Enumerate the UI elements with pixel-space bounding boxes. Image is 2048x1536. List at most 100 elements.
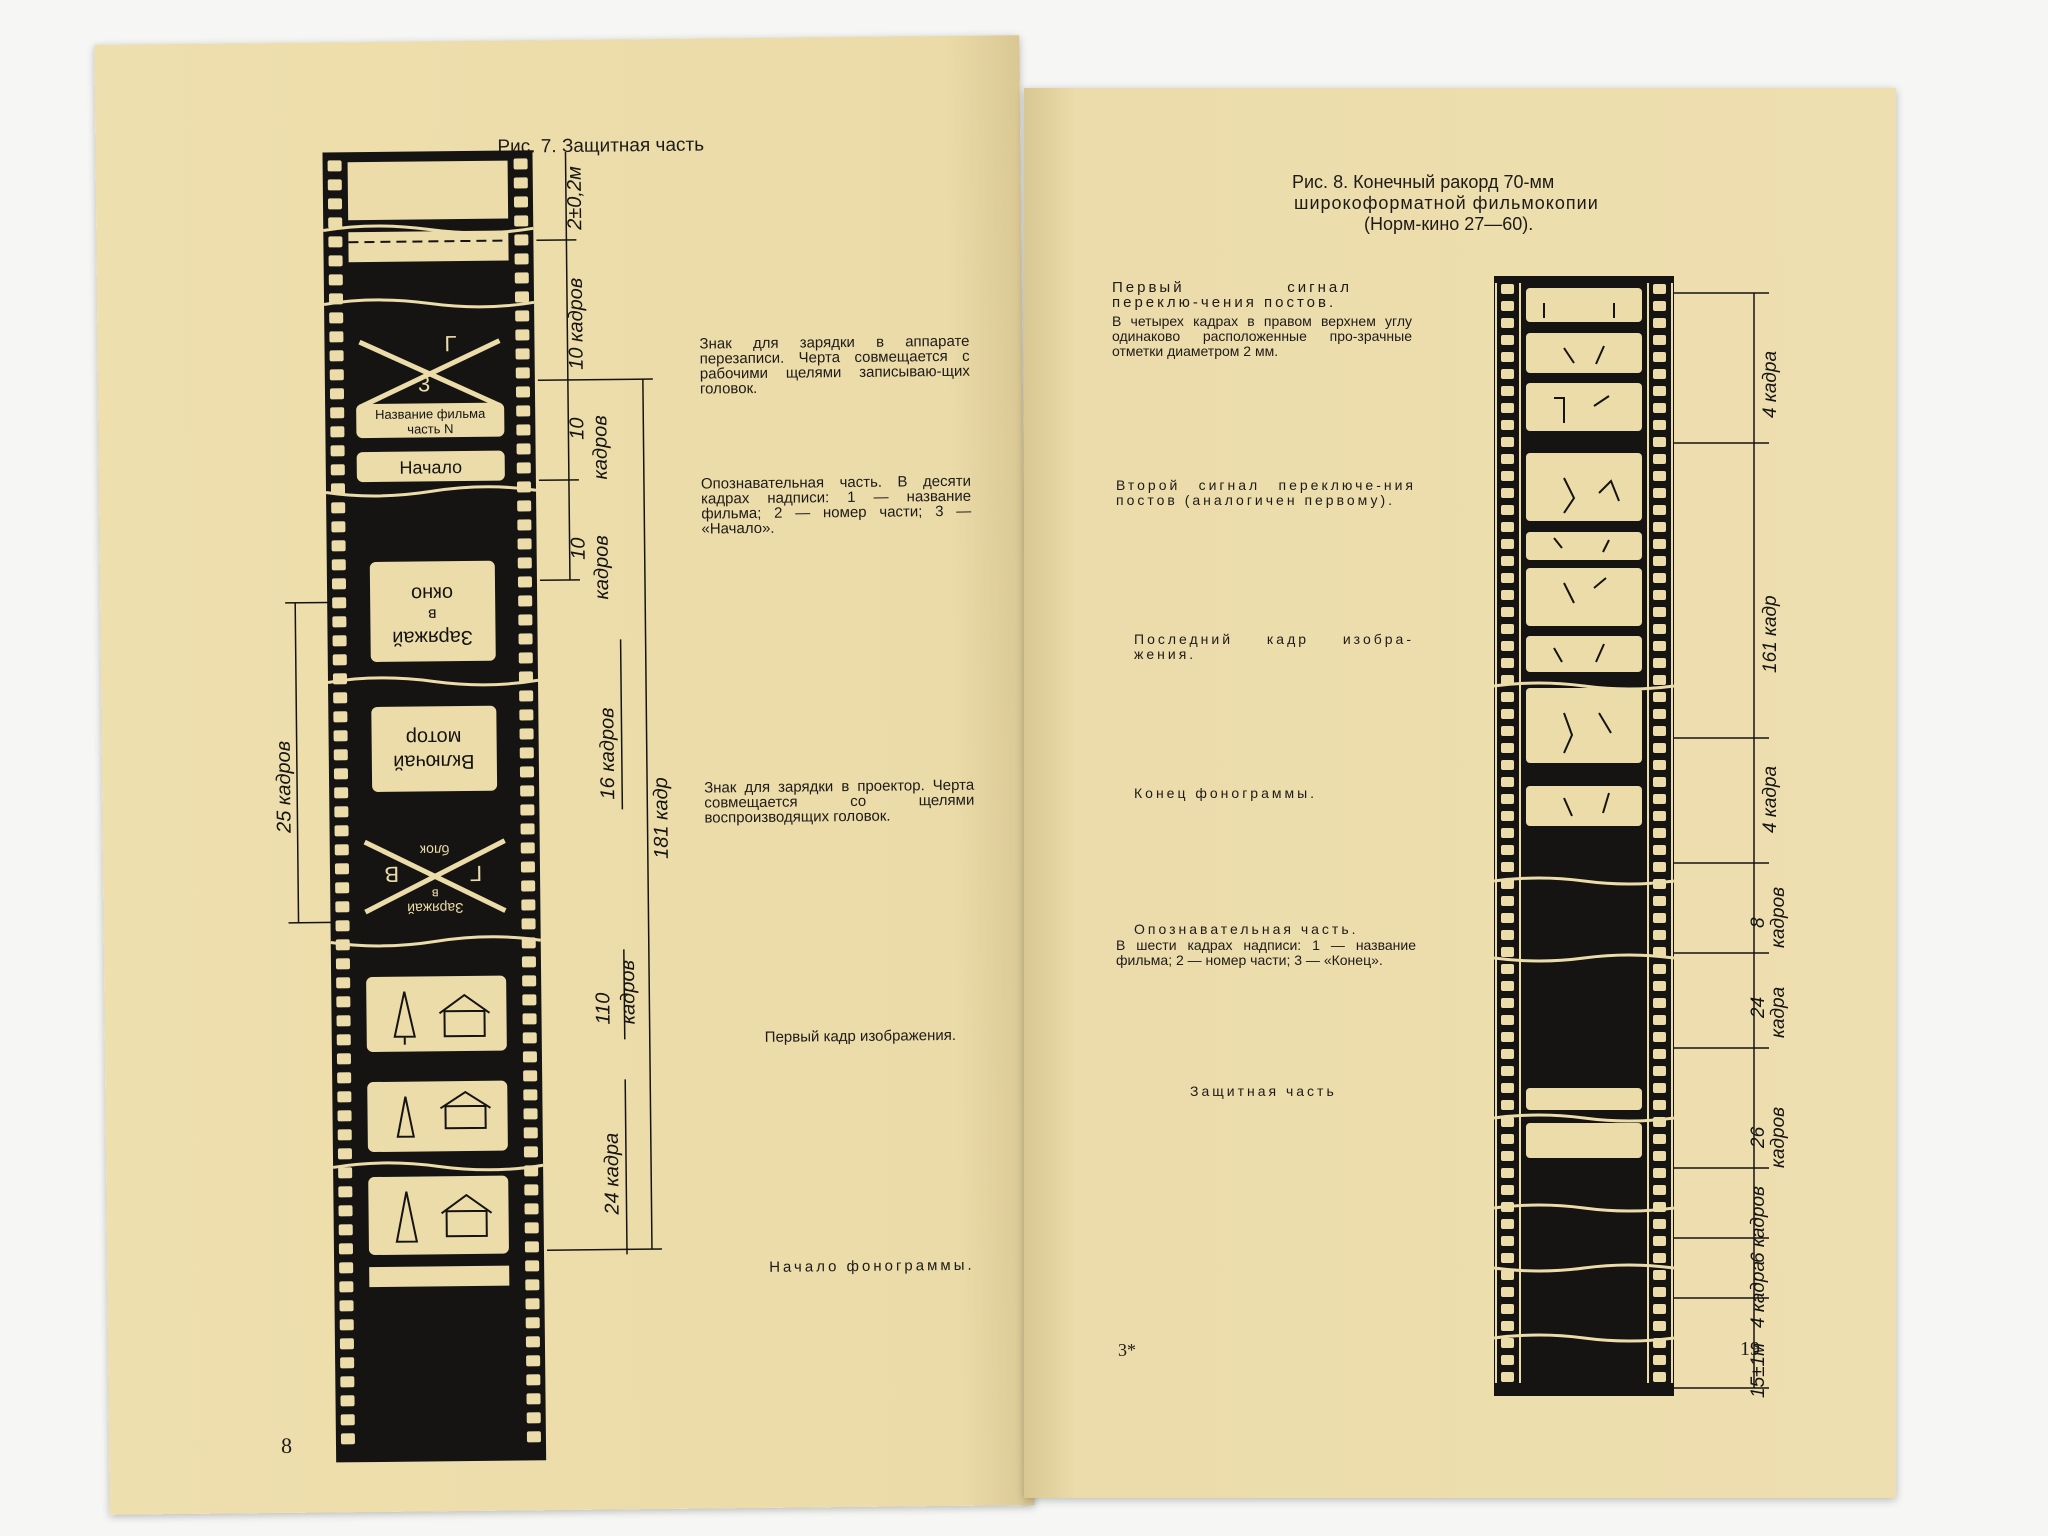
perforation	[1653, 1083, 1666, 1093]
perforation	[515, 348, 530, 360]
svg-text:окно: окно	[411, 582, 453, 604]
svg-text:кадра: кадра	[1768, 987, 1789, 1038]
svg-text:16 кадров: 16 кадров	[596, 707, 619, 799]
perforation	[331, 521, 346, 533]
perforation	[525, 1279, 540, 1291]
perforation	[339, 1338, 354, 1350]
perforation	[1501, 1032, 1514, 1042]
perforation	[336, 996, 351, 1008]
perforation	[340, 1357, 355, 1369]
svg-text:Г: Г	[444, 331, 456, 356]
perforation	[521, 899, 536, 911]
perforation	[520, 861, 535, 873]
perforation	[517, 538, 532, 550]
perforation	[524, 1203, 539, 1215]
annotation-recording-load: Знак для зарядки в аппарате перезаписи. …	[699, 332, 970, 398]
perforation	[518, 652, 533, 664]
perforation	[1501, 1372, 1514, 1382]
annotation-second-signal: Второй сигнал переключе-ния постов (анал…	[1116, 477, 1416, 508]
svg-text:6 кадров: 6 кадров	[1748, 1186, 1769, 1263]
perforation	[1653, 369, 1666, 379]
perforation	[1501, 556, 1514, 566]
perforation	[525, 1317, 540, 1329]
picture-frames	[366, 975, 510, 1288]
perforation	[1653, 862, 1666, 872]
perforation	[1653, 590, 1666, 600]
perforation	[521, 918, 536, 930]
perforation	[1653, 794, 1666, 804]
svg-text:181 кадр: 181 кадр	[650, 777, 673, 859]
projector-load-mark: Заряжай в блок Г В	[363, 838, 507, 917]
perforation	[1501, 947, 1514, 957]
perforation	[1653, 624, 1666, 634]
perforation	[1653, 777, 1666, 787]
perforation	[517, 557, 532, 569]
perforation	[1501, 318, 1514, 328]
perforation	[1501, 1287, 1514, 1297]
perforation	[1501, 403, 1514, 413]
perforation	[1653, 318, 1666, 328]
perforation	[1501, 352, 1514, 362]
perforation	[515, 310, 530, 322]
film-strip-diagram-70mm: 4 кадра 161 кадр 4 кадра 8 кадров 24 кад…	[1493, 276, 1789, 1398]
perforation	[1501, 1151, 1514, 1161]
perforation	[1653, 556, 1666, 566]
perforation	[1501, 811, 1514, 821]
perforation	[515, 329, 530, 341]
perforation	[1501, 641, 1514, 651]
film-strip	[1493, 276, 1675, 1396]
perforation	[1653, 522, 1666, 532]
perforation	[522, 975, 537, 987]
svg-text:26: 26	[1748, 1126, 1769, 1149]
perforation	[1653, 1287, 1666, 1297]
svg-text:10: 10	[568, 537, 590, 559]
figure-caption-line2: широкоформатной фильмокопии	[1294, 193, 1599, 213]
perforation	[1653, 284, 1666, 294]
perforation	[1653, 420, 1666, 430]
perforation	[334, 806, 349, 818]
perforation	[1501, 505, 1514, 515]
perforation	[1653, 1236, 1666, 1246]
svg-text:в: в	[428, 605, 437, 622]
perforation	[336, 977, 351, 989]
perforation	[338, 1167, 353, 1179]
svg-text:кадров: кадров	[590, 535, 613, 600]
perforation	[1653, 1372, 1666, 1382]
perforation	[523, 1089, 538, 1101]
perforation	[1501, 488, 1514, 498]
perforation	[1653, 845, 1666, 855]
perforation	[1653, 811, 1666, 821]
perforation	[1501, 1117, 1514, 1127]
perforation	[333, 730, 348, 742]
svg-text:кадров: кадров	[617, 960, 640, 1025]
perforation	[1501, 1134, 1514, 1144]
perforation	[515, 367, 530, 379]
svg-text:8: 8	[1748, 917, 1769, 928]
perforation	[331, 559, 346, 571]
perforation	[1501, 539, 1514, 549]
perforation	[1653, 658, 1666, 668]
perforation	[1501, 777, 1514, 787]
perforation	[1653, 1253, 1666, 1263]
perforation	[526, 1431, 541, 1443]
annotation-protective-part: Защитная часть	[1190, 1083, 1337, 1099]
perforation	[338, 1224, 353, 1236]
perforation	[1501, 1168, 1514, 1178]
perforation	[340, 1414, 355, 1426]
perforation	[524, 1184, 539, 1196]
perforation	[1653, 709, 1666, 719]
perforation	[1501, 420, 1514, 430]
perforation	[1653, 437, 1666, 447]
perforation	[1653, 675, 1666, 685]
perforation	[337, 1148, 352, 1160]
perforation	[1501, 1100, 1514, 1110]
perforation	[1501, 301, 1514, 311]
annotation-first-signal: Первый сигнал переклю-чения постов.	[1112, 279, 1352, 311]
svg-text:Начало: Начало	[399, 457, 462, 478]
perforation	[334, 844, 349, 856]
perforation	[1653, 1185, 1666, 1195]
perforation	[526, 1412, 541, 1424]
perforation	[330, 426, 345, 438]
perforation	[339, 1281, 354, 1293]
perforation	[331, 502, 346, 514]
